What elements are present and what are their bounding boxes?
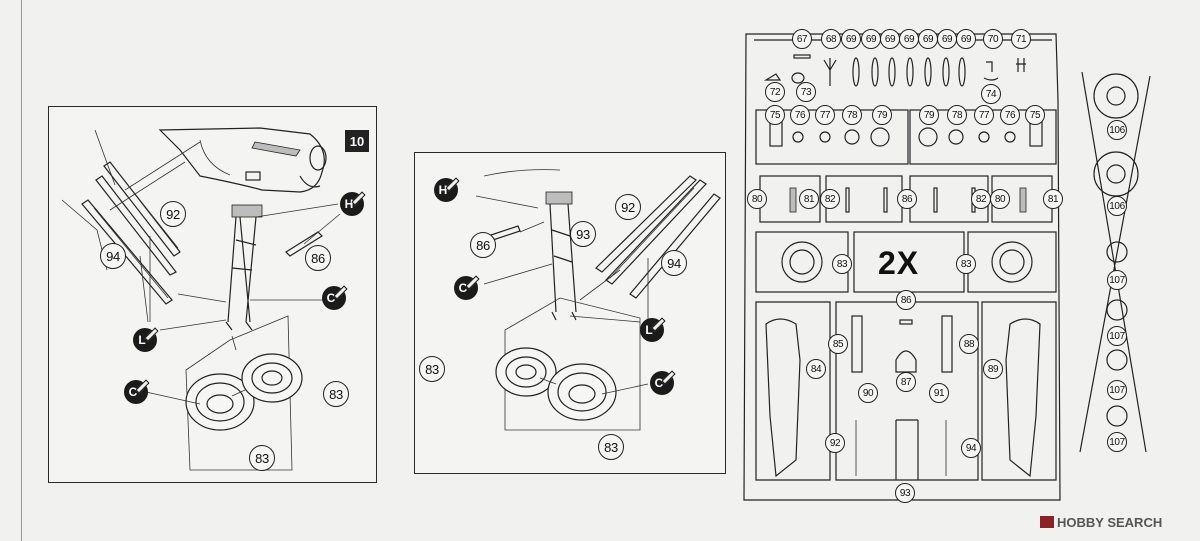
part-81: 81 (1043, 189, 1063, 209)
sheet-margin-line (21, 0, 22, 541)
part-92: 92 (825, 433, 845, 453)
part-69: 69 (861, 29, 881, 49)
part-75: 75 (765, 105, 785, 125)
part-80: 80 (747, 189, 767, 209)
multiplier-label: 2X (878, 245, 920, 281)
part-106: 106 (1107, 196, 1127, 216)
callout-86: 86 (305, 245, 331, 271)
paint-code-c: C (124, 380, 148, 404)
part-83: 83 (956, 254, 976, 274)
part-89: 89 (983, 359, 1003, 379)
part-82: 82 (971, 189, 991, 209)
part-76: 76 (1000, 105, 1020, 125)
part-77: 77 (815, 105, 835, 125)
part-82: 82 (820, 189, 840, 209)
part-107: 107 (1107, 326, 1127, 346)
part-107: 107 (1107, 380, 1127, 400)
part-107: 107 (1107, 432, 1127, 452)
part-69: 69 (899, 29, 919, 49)
callout-83: 83 (419, 356, 445, 382)
callout-92: 92 (615, 194, 641, 220)
part-69: 69 (937, 29, 957, 49)
part-85: 85 (828, 334, 848, 354)
paint-code-h: H (340, 192, 364, 216)
callout-92: 92 (160, 201, 186, 227)
callout-94: 94 (100, 243, 126, 269)
part-76: 76 (790, 105, 810, 125)
callout-83: 83 (323, 381, 349, 407)
callout-94: 94 (661, 250, 687, 276)
part-107: 107 (1107, 270, 1127, 290)
part-73: 73 (796, 82, 816, 102)
watermark: HOBBY SEARCH (1040, 515, 1162, 530)
part-69: 69 (918, 29, 938, 49)
part-87: 87 (896, 372, 916, 392)
part-75: 75 (1025, 105, 1045, 125)
part-79: 79 (872, 105, 892, 125)
part-83: 83 (832, 254, 852, 274)
callout-86: 86 (470, 232, 496, 258)
part-71: 71 (1011, 29, 1031, 49)
part-77: 77 (974, 105, 994, 125)
callout-93: 93 (570, 221, 596, 247)
part-94: 94 (961, 438, 981, 458)
paint-code-c: C (322, 286, 346, 310)
part-81: 81 (799, 189, 819, 209)
step-number-badge: 10 (345, 130, 369, 152)
part-106: 106 (1107, 120, 1127, 140)
step-panel-b (414, 152, 726, 474)
part-79: 79 (919, 105, 939, 125)
paint-code-l: L (640, 318, 664, 342)
part-72: 72 (765, 82, 785, 102)
part-86: 86 (896, 290, 916, 310)
part-80: 80 (990, 189, 1010, 209)
part-86: 86 (897, 189, 917, 209)
part-88: 88 (959, 334, 979, 354)
part-93: 93 (895, 483, 915, 503)
part-69: 69 (880, 29, 900, 49)
part-74: 74 (981, 84, 1001, 104)
watermark-logo-icon (1040, 516, 1054, 528)
part-90: 90 (858, 383, 878, 403)
part-69: 69 (841, 29, 861, 49)
part-78: 78 (947, 105, 967, 125)
part-69: 69 (956, 29, 976, 49)
part-84: 84 (806, 359, 826, 379)
part-91: 91 (929, 383, 949, 403)
paint-code-h: H (434, 178, 458, 202)
paint-code-l: L (133, 328, 157, 352)
part-78: 78 (842, 105, 862, 125)
part-68: 68 (821, 29, 841, 49)
part-70: 70 (983, 29, 1003, 49)
callout-83: 83 (598, 434, 624, 460)
part-67: 67 (792, 29, 812, 49)
paint-code-c: C (454, 276, 478, 300)
callout-83: 83 (249, 445, 275, 471)
paint-code-c: C (650, 371, 674, 395)
